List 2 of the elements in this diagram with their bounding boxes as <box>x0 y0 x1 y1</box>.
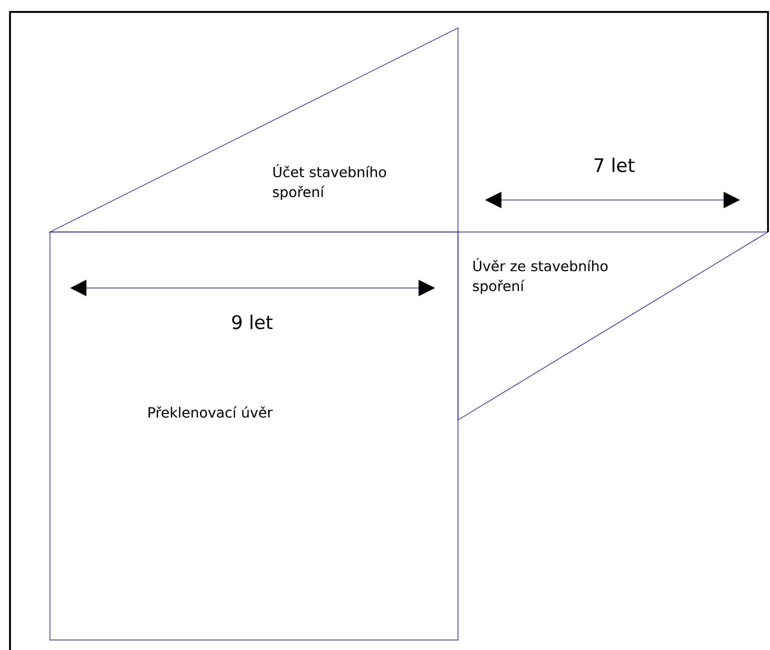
dimension-label: 9 let <box>232 314 273 330</box>
dimension-label: 7 let <box>594 158 635 172</box>
